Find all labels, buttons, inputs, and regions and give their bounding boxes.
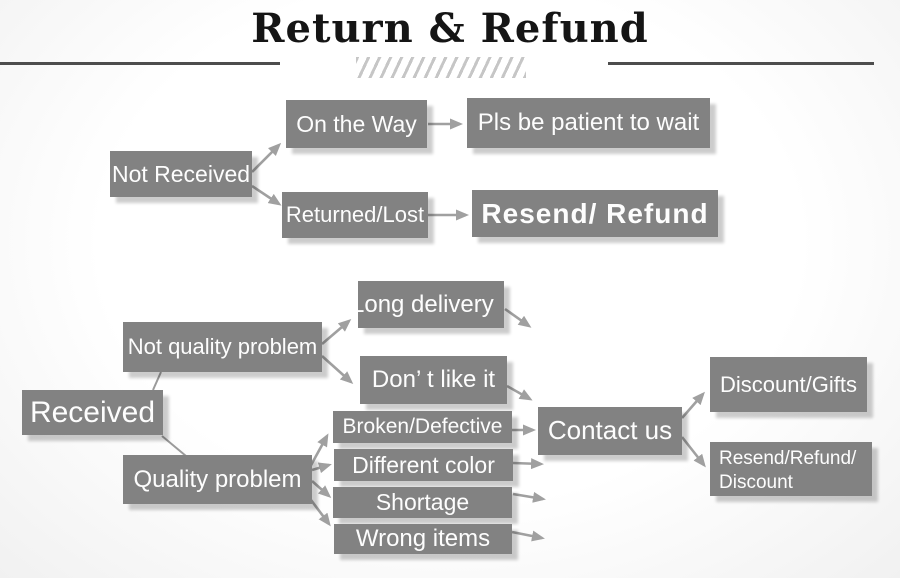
node-discount-gifts: Discount/Gifts	[710, 357, 867, 412]
node-pls-be-patient: Pls be patient to wait	[467, 98, 710, 148]
node-not-quality-problem: Not quality problem	[123, 322, 322, 372]
arrow-nqp-to-long-delivery	[321, 319, 352, 345]
hatch-decoration	[356, 57, 526, 78]
node-wrong-items: Wrong items	[334, 524, 512, 554]
node-not-received: Not Received	[110, 151, 252, 197]
node-long-delivery: Long delivery	[358, 281, 504, 328]
arrow-wrong-items-out	[511, 530, 545, 542]
page-title: Return & Refund	[251, 5, 649, 52]
arrow-qp-to-different-color	[311, 462, 332, 474]
divider-line-left	[0, 62, 280, 65]
divider-line-right	[608, 62, 874, 65]
node-contact-us: Contact us	[538, 407, 682, 455]
arrow-not-received-to-returned-lost	[251, 184, 282, 206]
arrow-qp-to-broken-defective	[308, 433, 329, 468]
arrow-qp-to-shortage	[311, 480, 332, 498]
node-quality-problem: Quality problem	[123, 455, 312, 504]
arrow-not-received-to-on-the-way	[251, 142, 282, 173]
node-resend-refund-discount: Resend/Refund/ Discount	[710, 442, 872, 496]
arrow-nqp-to-dont-like-it	[321, 355, 354, 385]
connector-not-quality-problem-to-received	[152, 371, 162, 391]
node-different-color: Different color	[334, 449, 513, 481]
arrow-different-color-out	[512, 458, 544, 470]
arrow-dont-like-it-out	[506, 384, 533, 401]
arrow-shortage-out	[512, 491, 546, 503]
arrow-long-delivery-out	[504, 307, 532, 328]
node-dont-like-it: Don’ t like it	[360, 356, 507, 404]
arrow-contact-us-to-discount-gifts	[681, 391, 705, 419]
arrow-contact-us-to-resend-refund-discount	[680, 436, 706, 468]
connector-received-to-quality-problem	[161, 435, 187, 457]
node-on-the-way: On the Way	[286, 100, 427, 148]
node-returned-lost: Returned/Lost	[282, 192, 428, 238]
node-broken-defective: Broken/Defective	[333, 411, 512, 443]
node-resend-refund: Resend/ Refund	[472, 190, 718, 237]
node-received: Received	[22, 390, 163, 435]
node-shortage: Shortage	[333, 487, 512, 518]
